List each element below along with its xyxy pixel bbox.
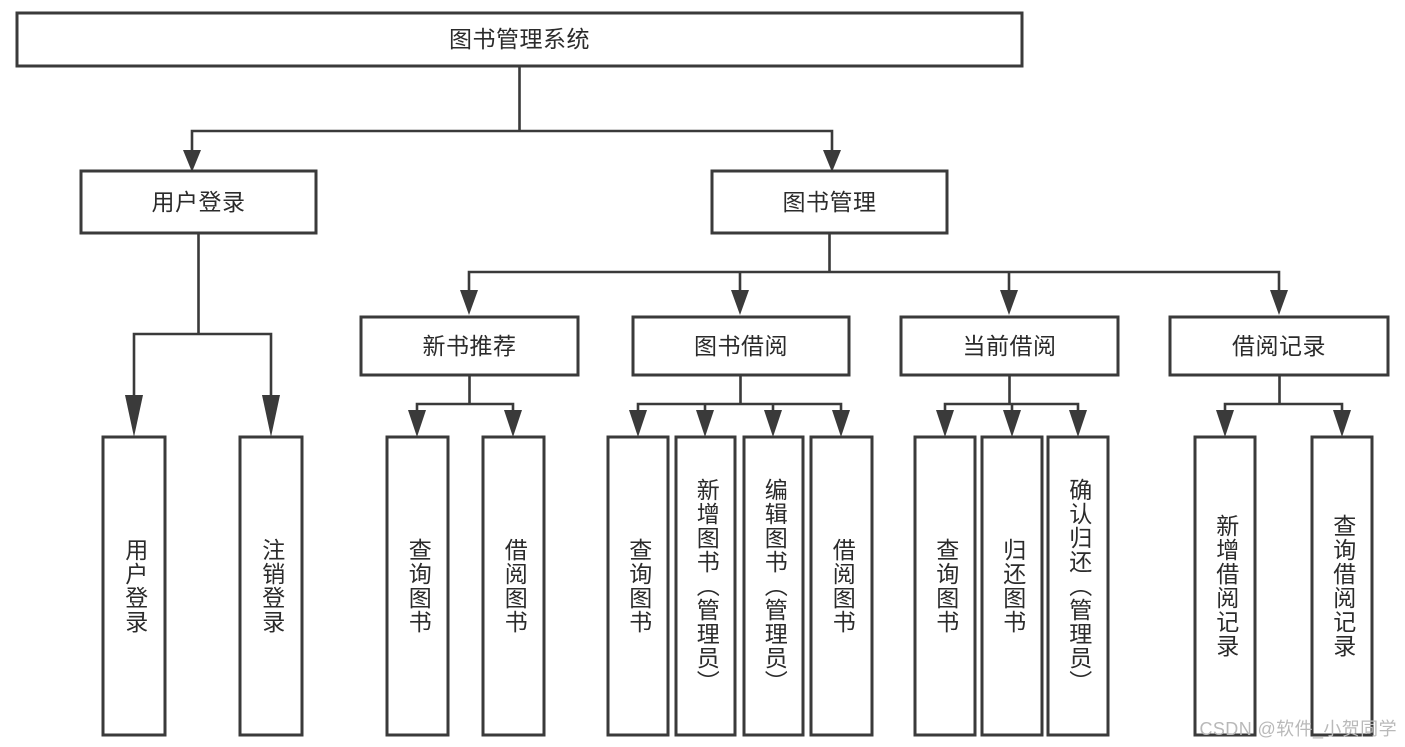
- connector-user-login-split: [132, 231, 273, 399]
- connector-book-manage-split: [467, 231, 1281, 294]
- connector-group-book-manage-children: [460, 231, 1288, 315]
- arrow-head-icon-new-book-recommend: [460, 290, 478, 315]
- arrow-head-icon-leaf-bb-2: [696, 410, 714, 437]
- node-box-leaf-nbr-2[interactable]: [481, 435, 546, 737]
- arrow-head-icon-leaf-bb-1: [629, 410, 647, 437]
- arrow-head-icon-book-manage: [823, 150, 841, 172]
- node-box-leaf-bb-1[interactable]: [606, 435, 670, 737]
- arrow-head-icon-leaf-user-login-2: [262, 395, 280, 437]
- node-box-leaf-cb-1[interactable]: [913, 435, 977, 737]
- arrow-head-icon-user-login: [183, 150, 201, 172]
- node-box-borrow-record[interactable]: [1168, 315, 1390, 377]
- connector-group-root-to-level2: [183, 64, 841, 172]
- node-box-root[interactable]: [15, 11, 1024, 68]
- csdn-watermark: CSDN @软件_小贺同学: [1199, 719, 1397, 739]
- node-box-leaf-cb-3[interactable]: [1046, 435, 1110, 737]
- node-box-leaf-bb-4[interactable]: [809, 435, 874, 737]
- arrow-head-icon-leaf-user-login-1: [125, 395, 143, 437]
- node-box-leaf-nbr-1[interactable]: [385, 435, 450, 737]
- node-box-current-borrow[interactable]: [899, 315, 1120, 377]
- arrow-head-icon-leaf-br-1: [1216, 410, 1234, 437]
- arrow-head-icon-leaf-nbr-2: [504, 410, 522, 437]
- connector-group-borrow-record-children: [1216, 373, 1351, 437]
- arrow-head-icon-current-borrow: [1000, 290, 1018, 315]
- connector-group-current-borrow-children: [936, 373, 1087, 437]
- connector-group-user-login-children: [125, 231, 280, 437]
- node-box-leaf-br-1[interactable]: [1193, 435, 1257, 737]
- connector-group-book-borrow-children: [629, 373, 850, 437]
- connector-current-borrow-split: [943, 373, 1080, 414]
- connector-group-new-book-recommend-children: [408, 373, 522, 437]
- arrow-head-icon-borrow-record: [1270, 290, 1288, 315]
- arrow-head-icon-leaf-cb-3: [1069, 410, 1087, 437]
- node-box-book-manage[interactable]: [710, 169, 949, 235]
- arrow-head-icon-leaf-bb-4: [832, 410, 850, 437]
- node-box-leaf-cb-2[interactable]: [980, 435, 1044, 737]
- connector-root-split: [190, 64, 834, 154]
- node-box-leaf-bb-3[interactable]: [742, 435, 805, 737]
- node-box-leaf-br-2[interactable]: [1310, 435, 1374, 737]
- node-box-leaf-user-login-2[interactable]: [238, 435, 304, 737]
- arrow-head-icon-book-borrow: [731, 290, 749, 315]
- connector-borrow-record-split: [1223, 373, 1344, 414]
- arrow-head-icon-leaf-cb-2: [1003, 410, 1021, 437]
- node-box-leaf-user-login-1[interactable]: [101, 435, 167, 737]
- node-box-leaf-bb-2[interactable]: [674, 435, 737, 737]
- arrow-head-icon-leaf-bb-3: [764, 410, 782, 437]
- node-box-user-login[interactable]: [79, 169, 318, 235]
- connector-book-borrow-split: [636, 373, 843, 414]
- arrow-head-icon-leaf-cb-1: [936, 410, 954, 437]
- connector-new-book-recommend-split: [415, 373, 515, 414]
- arrow-head-icon-leaf-br-2: [1333, 410, 1351, 437]
- arrow-head-icon-leaf-nbr-1: [408, 410, 426, 437]
- node-box-book-borrow[interactable]: [631, 315, 851, 377]
- node-box-new-book-recommend[interactable]: [359, 315, 580, 377]
